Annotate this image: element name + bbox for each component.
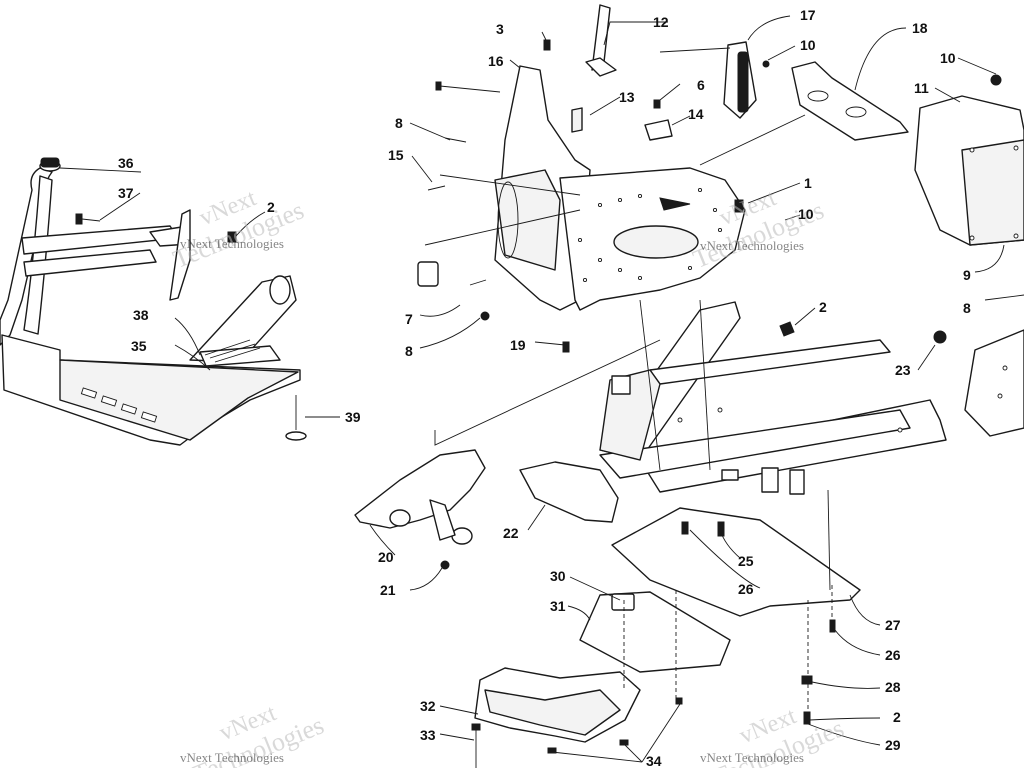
- callout-2: 2: [819, 299, 827, 315]
- watermark-caption: vNext Technologies: [180, 750, 284, 765]
- leader-lines: [59, 15, 1024, 763]
- callout-10: 10: [800, 37, 816, 53]
- callout-13: 13: [619, 89, 635, 105]
- callout-12: 12: [653, 14, 669, 30]
- callout-8: 8: [395, 115, 403, 131]
- watermark-caption: vNext Technologies: [180, 236, 284, 251]
- callout-30: 30: [550, 568, 566, 584]
- callout-1: 1: [804, 175, 812, 191]
- callout-35: 35: [131, 338, 147, 354]
- callout-19: 19: [510, 337, 526, 353]
- callout-22: 22: [503, 525, 519, 541]
- watermarks: vNext Technologies vNext Technologies vN…: [169, 185, 848, 768]
- front-bumper-assembly: [0, 157, 307, 446]
- callout-27: 27: [885, 617, 901, 633]
- callout-8: 8: [405, 343, 413, 359]
- callout-32: 32: [420, 698, 436, 714]
- callout-9: 9: [963, 267, 971, 283]
- watermark-caption: vNext Technologies: [700, 238, 804, 253]
- callout-10: 10: [940, 50, 956, 66]
- callout-37: 37: [118, 185, 134, 201]
- callout-14: 14: [688, 106, 704, 122]
- callout-17: 17: [800, 7, 816, 23]
- watermark-caption: vNext Technologies: [700, 750, 804, 765]
- callout-8: 8: [963, 300, 971, 316]
- skid-plates: [471, 507, 861, 768]
- front-frame: [519, 301, 947, 523]
- callout-21: 21: [380, 582, 396, 598]
- callout-23: 23: [895, 362, 911, 378]
- callout-15: 15: [388, 147, 404, 163]
- callout-6: 6: [697, 77, 705, 93]
- frame-side-fragment: [933, 329, 1024, 437]
- callout-39: 39: [345, 409, 361, 425]
- callout-28: 28: [885, 679, 901, 695]
- callout-2: 2: [893, 709, 901, 725]
- callout-26: 26: [885, 647, 901, 663]
- callout-26: 26: [738, 581, 754, 597]
- callout-3: 3: [496, 21, 504, 37]
- callout-16: 16: [488, 53, 504, 69]
- callout-7: 7: [405, 311, 413, 327]
- callout-36: 36: [118, 155, 134, 171]
- callout-25: 25: [738, 553, 754, 569]
- nose-pan-assembly: [417, 4, 757, 353]
- callout-31: 31: [550, 598, 566, 614]
- callout-10: 10: [798, 206, 814, 222]
- callout-38: 38: [133, 307, 149, 323]
- upper-right-components: [762, 60, 1024, 246]
- callout-34: 34: [646, 753, 662, 768]
- callout-33: 33: [420, 727, 436, 743]
- callout-20: 20: [378, 549, 394, 565]
- callout-2: 2: [267, 199, 275, 215]
- callout-18: 18: [912, 20, 928, 36]
- callout-11: 11: [914, 80, 929, 96]
- mount-bracket-20: [354, 449, 486, 570]
- callout-29: 29: [885, 737, 901, 753]
- callout-labels: 1 2 2 2 3 6 7 8 8 8 9 10 10 10 11 12 13 …: [118, 7, 971, 768]
- pan-rivet-holes: [577, 187, 723, 283]
